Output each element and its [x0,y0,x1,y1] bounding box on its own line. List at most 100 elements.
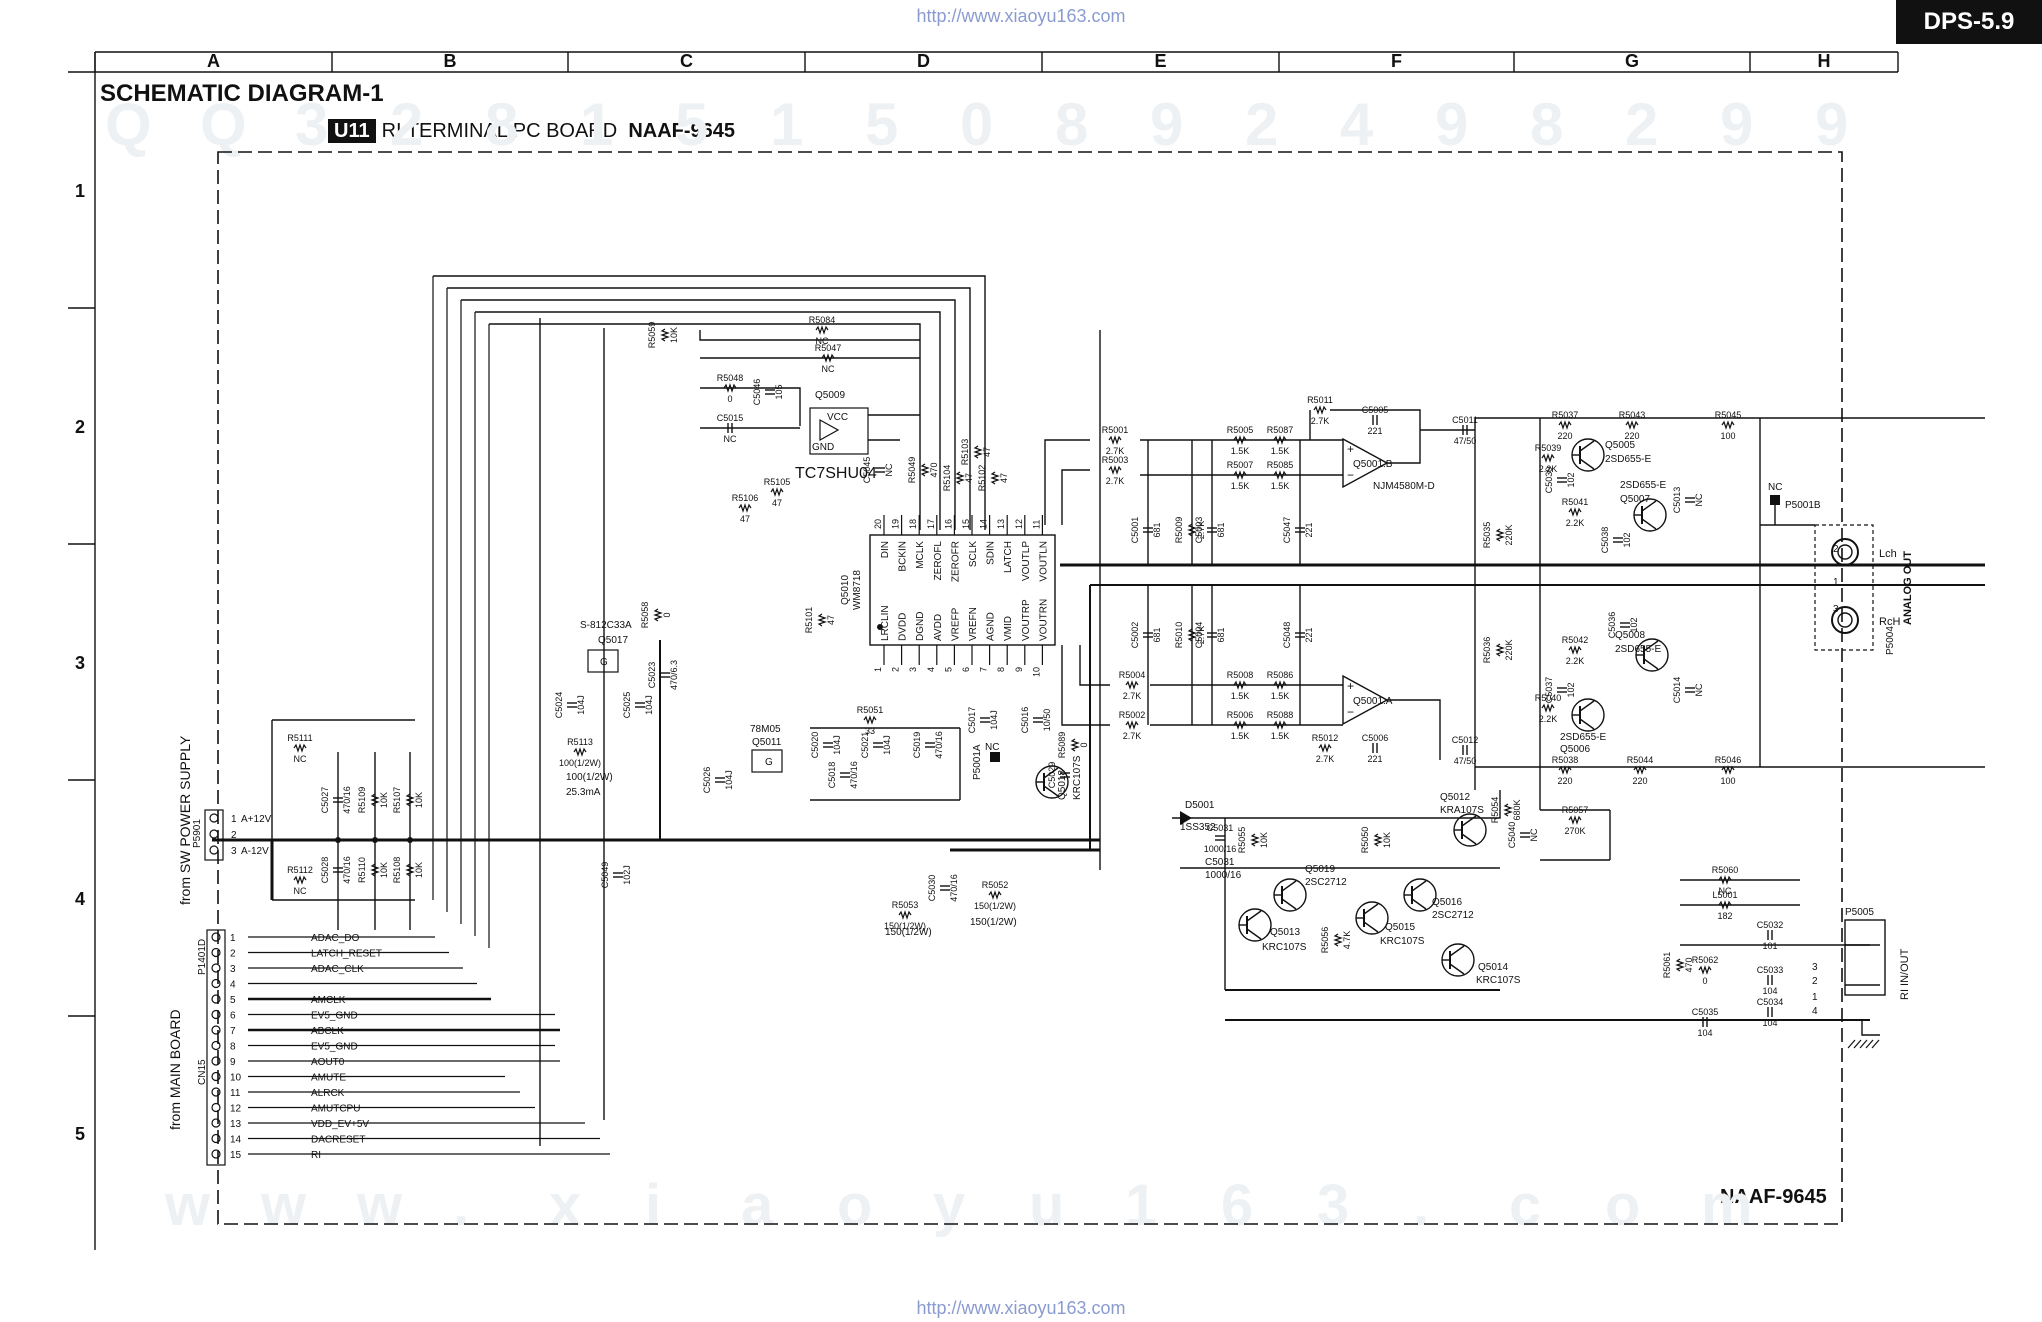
p1401-sub: CN15 [197,1059,208,1085]
component-value: 1.5K [1231,731,1250,741]
watermark-char: y [933,1173,965,1238]
connector-p1401d [206,929,226,1166]
component-value: 1.5K [1231,691,1250,701]
pin-number: 3 [231,846,237,857]
component-value: 150(1/2W) [884,921,926,931]
q-val: KRC107S [1072,755,1083,800]
watermark-char: 5 [865,91,898,158]
component-ref: C5038 [1600,527,1610,554]
component-value: 2.2K [1566,656,1585,666]
component-value: 220K [1504,639,1514,660]
watermark-char: 6 [1221,1173,1253,1238]
wire [1044,439,1090,525]
pin-number: 2 [230,949,236,960]
analog-out-label: ANALOG OUT [1902,551,1914,625]
component-value: 470/16 [342,856,352,884]
board-name: RI TERMINAL PC BOARD [381,120,618,142]
tp-val: NC [985,742,999,753]
component-value: 100(1/2W) [559,758,601,768]
ic-pin-name: DIN [880,541,891,558]
component-value: 101 [1762,941,1777,951]
component-value: 681 [1216,522,1226,537]
component-value: 2.7K [1106,446,1125,456]
component-ref: R5102 [977,465,987,492]
component-value: 102 [1622,532,1632,547]
component-ref: C5026 [702,767,712,794]
component-value: 10K [1382,832,1392,848]
component-ref: R5001 [1102,425,1129,435]
pin-circle [211,932,221,942]
transistor-q5015 [1363,903,1379,915]
transistor-q5008 [1643,658,1659,670]
transistor-q5016 [1411,898,1427,910]
watermark-char: Q [105,91,152,158]
component-value: 470 [1684,957,1694,972]
component-value: 0 [662,612,672,617]
component-ref: C5020 [810,732,820,759]
watermark-char: 1 [770,91,803,158]
component-r5003 [1108,465,1122,475]
component-ref: C5003 [1194,517,1204,544]
wire [461,299,956,530]
ic-pin-number: 3 [908,667,918,672]
q-ref: Q5015 [1385,922,1415,933]
opamp-part: NJM4580M-D [1373,481,1435,492]
source-url-top[interactable]: http://www.xiaoyu163.com [916,6,1126,26]
pin-number: 1 [230,933,236,944]
ic-pin-name: DVDD [898,613,909,641]
reg-ref: Q5017 [598,635,628,646]
pin-name: RI [311,1150,321,1161]
watermark-char: w [356,1173,403,1238]
watermark-char: 2 [1245,91,1278,158]
ri-jack [1844,919,1886,996]
watermark-char: c [1509,1173,1541,1238]
watermark-char: u [1029,1173,1064,1238]
source-url-bottom[interactable]: http://www.xiaoyu163.com [916,1298,1126,1318]
component-value: 104J [882,735,892,755]
component-r5105 [770,487,784,497]
ic-pin-name: SDIN [986,541,997,565]
watermark-char: x [549,1173,581,1238]
q5009-part: TC7SHU04 [795,465,877,482]
component-value: 102 [1566,472,1576,487]
ic-pin-number: 5 [943,667,953,672]
ic-q5009 [809,407,869,455]
p5004-ref: P5004 [1885,626,1896,655]
tp-ref: P5001A [972,744,983,780]
component-r5038 [1558,765,1572,775]
ic-pin-number: 19 [891,519,901,529]
q-val: KRC107S [1380,936,1425,947]
component-ref: R5109 [357,787,367,814]
pin-circle [211,1118,221,1128]
component-ref: C5017 [967,707,977,734]
pin-circle [211,1009,221,1020]
pin-circle [211,1025,221,1035]
q-val: KRC107S [1262,942,1307,953]
ic-pin-name: VOUTRN [1038,599,1049,641]
component-r5050 [1373,833,1383,847]
wire [1079,645,1110,686]
transistor-q5005 [1579,458,1595,470]
component-r5060 [1718,875,1732,885]
component-value: 1.5K [1271,446,1290,456]
ground-hatch [1847,1039,1856,1049]
q-ref: Q5008 [1615,630,1645,641]
component-ref: R5085 [1267,460,1294,470]
component-value: 104J [576,695,586,715]
wire [1089,585,1100,851]
component-value: 220 [1557,431,1572,441]
ic-pin-name: AGND [986,612,997,641]
pin-circle [211,1102,221,1113]
component-ref: C5015 [717,413,744,423]
opamp-ref: Q5001:A [1353,696,1393,707]
component-value: 220 [1557,776,1572,786]
component-ref: R5110 [357,857,367,883]
component-ref: R5010 [1174,622,1184,649]
transistor-q5006 [1579,700,1595,712]
component-value: 102J [622,865,632,885]
lch-socket [1831,538,1859,566]
watermark-char: a [741,1173,774,1238]
component-r5007 [1233,470,1247,480]
pin-name: AMUTCPU [311,1104,360,1115]
component-value: 47/50 [1454,436,1477,446]
